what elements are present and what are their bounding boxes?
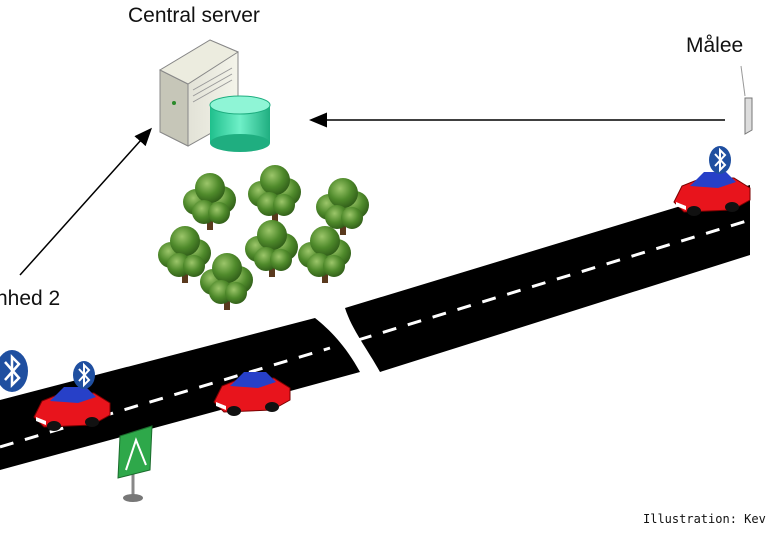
bluetooth-icon [708, 145, 732, 175]
tree-group [158, 165, 369, 310]
road-left-segment [0, 318, 360, 470]
server-label: Central server [128, 4, 260, 27]
illustration-credit: Illustration: Kev [643, 512, 766, 526]
tree-icon [183, 173, 236, 230]
arrow-to-server-left [19, 127, 153, 276]
database-icon [209, 95, 271, 152]
bluetooth-icon [72, 360, 96, 390]
road-right-segment [345, 185, 751, 372]
measuring-unit-label-right: Målee [686, 34, 744, 57]
bluetooth-icon [0, 350, 28, 392]
tree-icon [245, 220, 298, 277]
measuring-unit-label-left: nhed 2 [0, 287, 61, 310]
road-sign-icon [117, 425, 153, 502]
diagram-canvas [0, 39, 753, 502]
tree-icon [248, 165, 301, 222]
measuring-unit-icon [740, 65, 753, 135]
